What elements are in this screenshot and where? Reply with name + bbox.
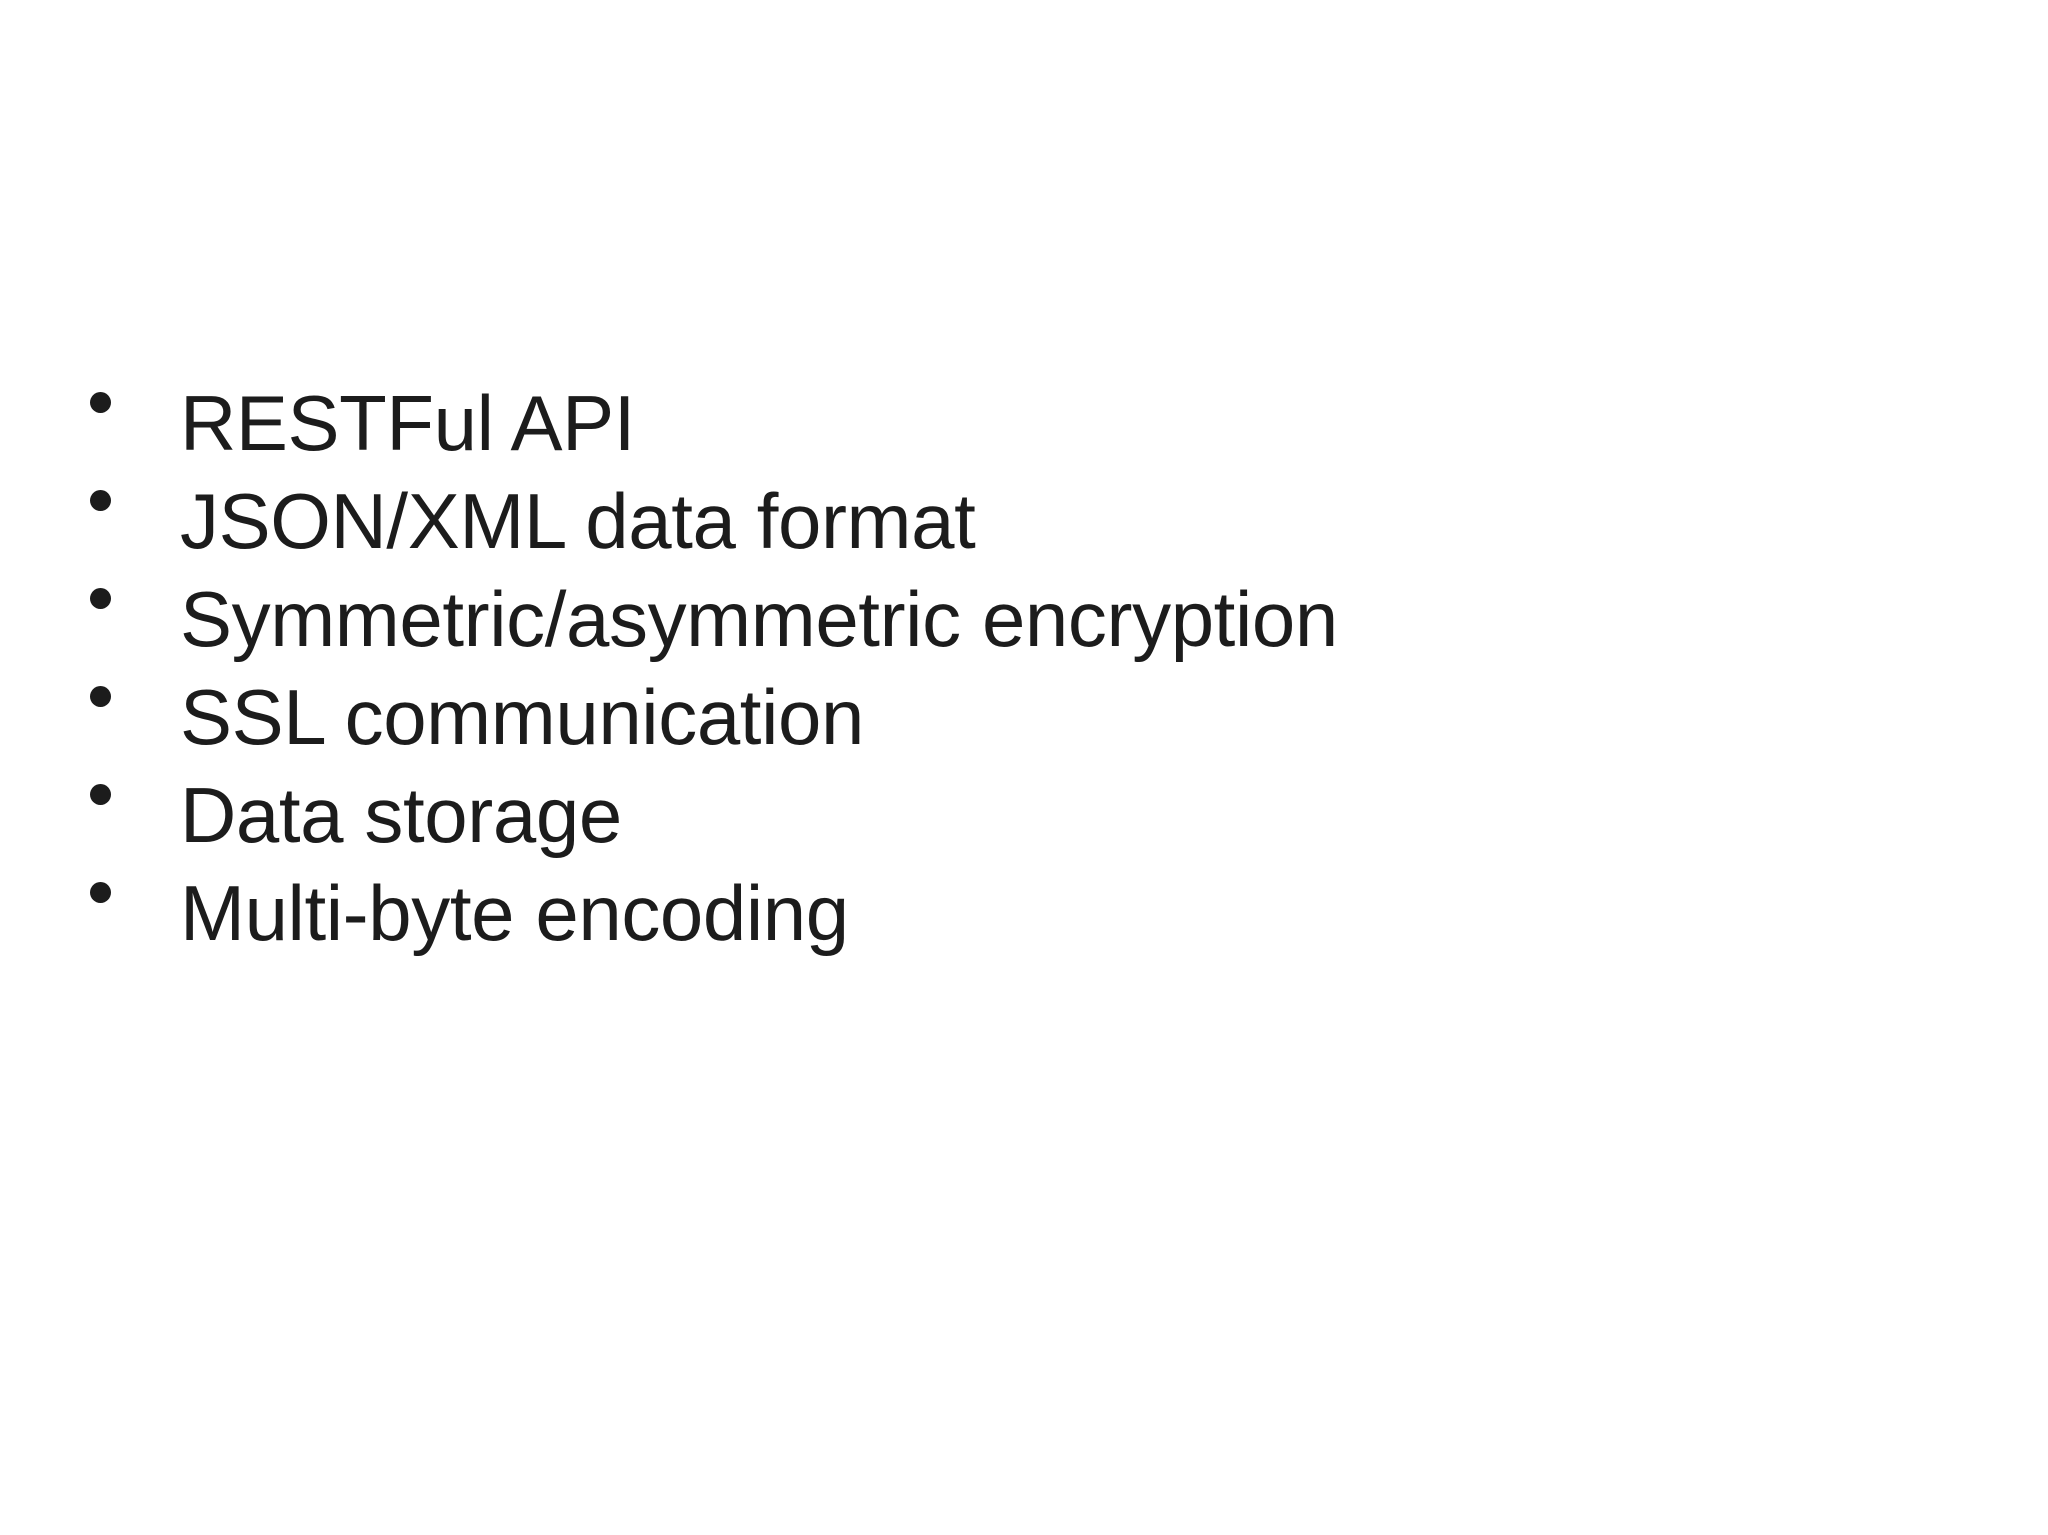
list-item: Multi-byte encoding [90, 842, 1910, 957]
bullet-dot-icon [90, 548, 180, 646]
list-item: JSON/XML data format [90, 450, 1910, 565]
bullet-dot-icon [90, 450, 180, 548]
list-item-label: RESTFul API [180, 379, 636, 467]
bullet-dot-icon [90, 744, 180, 842]
list-item-label: Multi-byte encoding [180, 869, 849, 957]
list-item-label: JSON/XML data format [180, 477, 976, 565]
list-item: Symmetric/asymmetric encryption [90, 548, 1910, 663]
list-item-label: Data storage [180, 771, 622, 859]
list-item-label: SSL communication [180, 673, 864, 761]
bullet-dot-icon [90, 352, 180, 450]
bullet-list: RESTFul API JSON/XML data format Symmetr… [90, 352, 1910, 957]
list-item: Data storage [90, 744, 1910, 859]
list-item: RESTFul API [90, 352, 1910, 467]
bullet-dot-icon [90, 842, 180, 940]
list-item-label: Symmetric/asymmetric encryption [180, 575, 1338, 663]
list-item: SSL communication [90, 646, 1910, 761]
bullet-dot-icon [90, 646, 180, 744]
